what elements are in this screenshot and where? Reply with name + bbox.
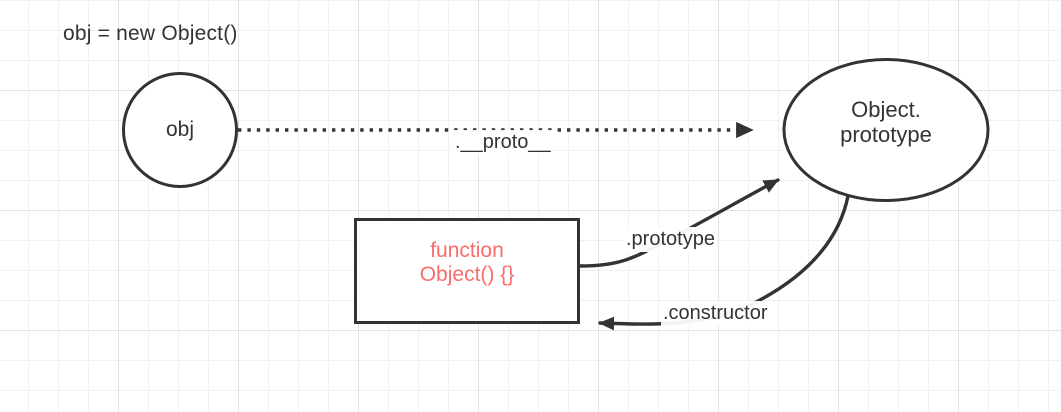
obj-circle-label: obj xyxy=(165,118,195,141)
function-object-box-label-line2: Object() {} xyxy=(419,263,515,287)
object-prototype-label-line2: prototype xyxy=(840,122,932,148)
constructor-edge-label: .constructor xyxy=(661,301,770,326)
proto-edge-label: .__proto__ xyxy=(452,130,554,155)
obj-circle-shape[interactable] xyxy=(122,72,238,188)
object-prototype-ellipse-shape[interactable] xyxy=(782,58,990,202)
function-object-box-shape[interactable] xyxy=(354,218,580,324)
object-prototype-label: Object.prototype xyxy=(786,97,986,148)
page-title: obj = new Object() xyxy=(63,22,238,45)
prototype-edge-label: .prototype xyxy=(624,227,717,252)
prototype-edge-path[interactable] xyxy=(578,178,780,268)
function-object-box-label-line1: function xyxy=(430,239,504,262)
object-prototype-label-line1: Object. xyxy=(851,97,921,122)
constructor-edge-path[interactable] xyxy=(598,194,850,331)
